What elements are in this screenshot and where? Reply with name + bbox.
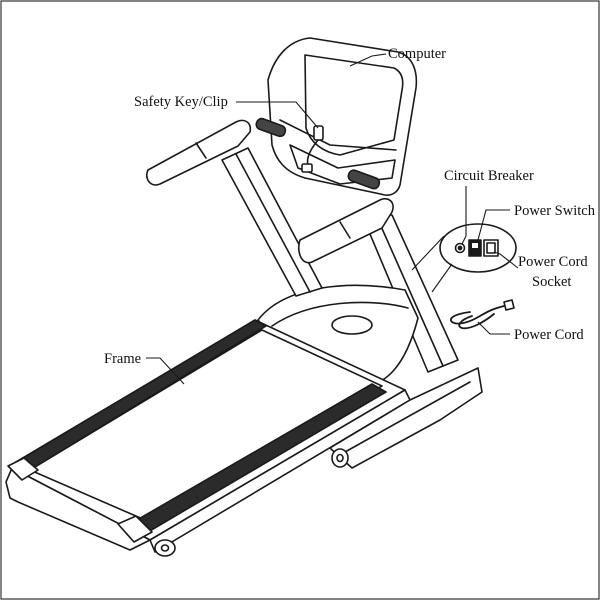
- right-grip-sensor: [347, 169, 381, 190]
- leader-frame: [146, 357, 185, 385]
- power-cord-wire: [450, 305, 505, 325]
- left-handlebar-grip-line: [195, 142, 207, 159]
- hood-oval-logo: [331, 315, 373, 335]
- running-belt: [29, 329, 383, 521]
- label-power-switch: Power Switch: [514, 203, 596, 219]
- right-upright-edge: [375, 214, 444, 367]
- power-switch-toggle: [472, 243, 478, 248]
- label-circuit-breaker: Circuit Breaker: [444, 168, 534, 184]
- power-cord-socket-inner: [486, 242, 496, 254]
- left-upright-edge: [235, 153, 311, 293]
- label-power-cord-socket-line1: Power Cord: [518, 254, 588, 270]
- leader-power-cord: [477, 321, 510, 335]
- circuit-breaker-icon-center: [457, 245, 463, 251]
- front-cap-right: [117, 515, 153, 543]
- leader-power-switch: [477, 209, 510, 241]
- safety-clip: [301, 163, 313, 173]
- power-cord-plug: [503, 299, 515, 311]
- right-handlebar-grip-line: [339, 221, 351, 239]
- label-safety-key-clip: Safety Key/Clip: [134, 94, 228, 110]
- front-cap-left: [7, 457, 39, 481]
- left-handlebar: [145, 119, 252, 186]
- label-power-cord-socket-line2: Socket: [532, 274, 571, 290]
- console-lower-panel: [289, 144, 396, 185]
- callout-pointer-bottom: [431, 263, 453, 293]
- callout-pointer-top: [411, 235, 445, 271]
- leader-computer: [349, 53, 387, 67]
- base-frame-inner: [344, 381, 471, 453]
- safety-key-body: [313, 125, 324, 141]
- front-wheel-hub: [336, 453, 344, 463]
- label-power-cord: Power Cord: [514, 327, 584, 343]
- label-computer: Computer: [388, 46, 446, 62]
- leader-circuit-breaker: [461, 186, 467, 245]
- console-screen: [304, 54, 404, 156]
- leader-safety-key: [236, 101, 319, 129]
- console-shelf: [279, 119, 397, 151]
- motor-hood-inner: [271, 301, 409, 327]
- label-frame: Frame: [104, 351, 141, 367]
- power-cord-wire-2: [458, 313, 495, 330]
- leader-power-cord-socket: [493, 251, 519, 269]
- left-grip-sensor: [255, 117, 287, 138]
- rear-wheel-hub: [160, 544, 170, 552]
